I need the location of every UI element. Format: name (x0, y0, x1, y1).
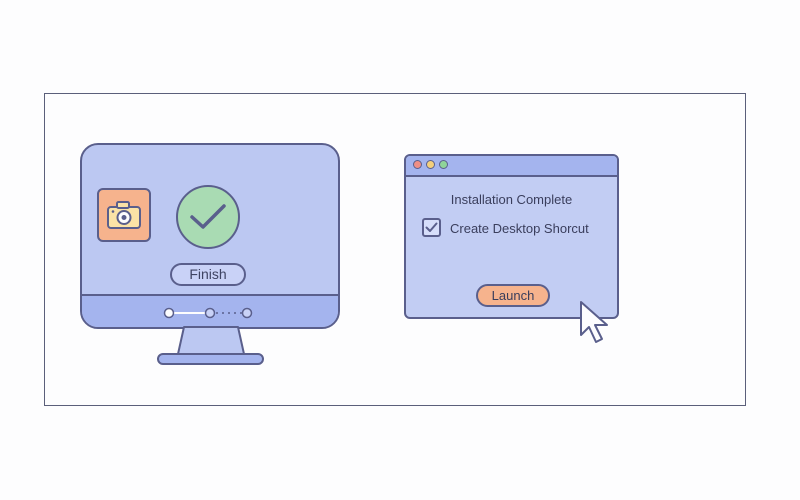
close-window-icon[interactable] (413, 160, 422, 169)
installation-dialog: Installation Complete Create Desktop Sho… (404, 154, 619, 319)
monitor-stand (177, 326, 245, 355)
checkbox-check-icon (425, 222, 438, 232)
dialog-titlebar (406, 156, 617, 177)
installer-progress-steps (163, 307, 253, 319)
progress-step-3 (241, 307, 253, 319)
desktop-shortcut-label: Create Desktop Shorcut (450, 221, 589, 236)
minimize-window-icon[interactable] (426, 160, 435, 169)
success-checkmark (176, 185, 240, 249)
mouse-cursor-icon (580, 301, 608, 343)
progress-step-2 (204, 307, 216, 319)
camera-icon (107, 201, 141, 229)
monitor-base (157, 353, 264, 365)
checkmark-icon (190, 204, 226, 229)
dialog-title: Installation Complete (450, 192, 573, 207)
progress-step-1 (163, 307, 175, 319)
desktop-shortcut-checkbox[interactable] (422, 218, 441, 237)
maximize-window-icon[interactable] (439, 160, 448, 169)
launch-button[interactable]: Launch (476, 284, 550, 307)
camera-app-icon[interactable] (97, 188, 151, 242)
finish-button[interactable]: Finish (170, 263, 246, 286)
